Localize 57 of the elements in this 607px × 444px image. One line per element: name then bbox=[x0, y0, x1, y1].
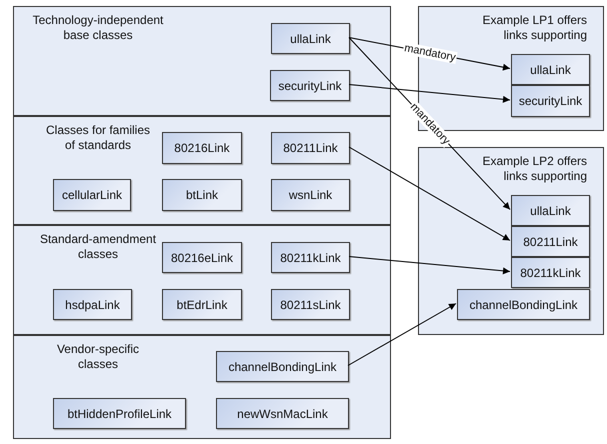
group-panel bbox=[418, 147, 604, 335]
class-box bbox=[271, 289, 350, 320]
arrow bbox=[348, 256, 510, 274]
class-box bbox=[53, 179, 131, 211]
class-name: 80211kLink bbox=[280, 250, 341, 264]
class-name: channelBondingLink bbox=[228, 360, 337, 374]
class-name: 80211sLink bbox=[280, 298, 341, 312]
group-panel bbox=[13, 6, 391, 116]
arrow bbox=[348, 146, 510, 241]
panel-heading: Standard-amendment classes bbox=[38, 232, 158, 262]
class-name: channelBondingLink bbox=[469, 298, 578, 312]
class-box bbox=[53, 289, 132, 320]
panel-heading: Example LP1 offers links supporting bbox=[481, 13, 587, 43]
class-box bbox=[270, 70, 350, 101]
class-name: ullaLink bbox=[290, 32, 331, 46]
class-box bbox=[162, 132, 242, 164]
class-box bbox=[511, 54, 590, 85]
class-name: btHiddenProfileLink bbox=[67, 406, 172, 420]
arrow bbox=[348, 84, 510, 103]
class-name: 80211Link bbox=[283, 141, 338, 155]
group-panel bbox=[13, 225, 391, 335]
class-name: 80211Link bbox=[523, 234, 578, 248]
class-name: hsdpaLink bbox=[65, 298, 120, 312]
panel-heading: Technology-independent base classes bbox=[32, 13, 164, 43]
class-name: btEdrLink bbox=[176, 298, 228, 312]
class-name: 80216eLink bbox=[170, 250, 234, 264]
class-name: cellularLink bbox=[62, 188, 122, 202]
class-name: ullaLink bbox=[530, 62, 571, 76]
class-box bbox=[271, 132, 350, 164]
class-name: securityLink bbox=[518, 94, 582, 108]
class-name: ullaLink bbox=[530, 204, 571, 218]
panel-heading: Vendor-specific classes bbox=[56, 342, 140, 372]
class-box bbox=[271, 242, 350, 273]
group-panel bbox=[13, 335, 391, 439]
class-box bbox=[511, 85, 590, 117]
class-box bbox=[511, 195, 590, 226]
class-box bbox=[162, 242, 242, 273]
class-name: 80216Link bbox=[174, 141, 230, 155]
class-box bbox=[511, 226, 590, 257]
class-name: securityLink bbox=[278, 78, 342, 92]
class-box bbox=[271, 23, 350, 54]
class-name: wsnLink bbox=[288, 188, 332, 202]
class-box bbox=[53, 398, 186, 429]
class-name: 80211kLink bbox=[520, 266, 581, 280]
class-box bbox=[162, 179, 242, 211]
class-name: btLink bbox=[186, 188, 218, 202]
arrow bbox=[348, 303, 456, 366]
class-box bbox=[216, 351, 349, 382]
class-box bbox=[162, 289, 242, 320]
panel-heading: Classes for families of standards bbox=[44, 123, 152, 153]
group-panel bbox=[13, 116, 391, 225]
class-box bbox=[457, 289, 590, 320]
class-name: newWsnMacLink bbox=[237, 406, 328, 420]
class-box bbox=[216, 398, 349, 429]
class-box bbox=[271, 179, 350, 211]
panel-heading: Example LP2 offers links supporting bbox=[481, 154, 587, 184]
class-box bbox=[511, 257, 590, 288]
